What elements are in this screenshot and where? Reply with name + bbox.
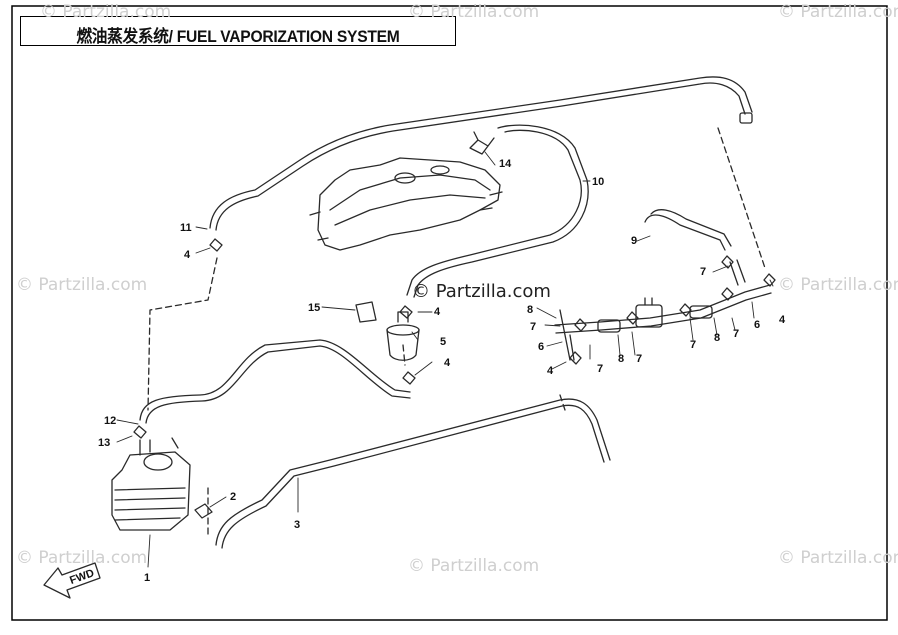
outer-frame <box>11 5 888 621</box>
clamp-14 <box>469 131 495 155</box>
callout-2: 2 <box>230 491 236 503</box>
callout-9: 9 <box>631 235 637 247</box>
hose-11 <box>209 76 753 229</box>
hose-3 <box>215 398 611 546</box>
callout-3: 3 <box>294 519 300 531</box>
brand-watermark: © Partzilla.com <box>412 281 551 302</box>
bracket-15 <box>355 301 377 323</box>
callout-7: 7 <box>733 328 739 340</box>
hose-cluster <box>554 284 771 326</box>
watermark: © Partzilla.com <box>408 2 540 22</box>
callout-6: 6 <box>754 319 760 331</box>
hose-end-right <box>739 112 753 124</box>
callout-4: 4 <box>779 314 786 326</box>
callout-7: 7 <box>530 321 536 333</box>
callout-8: 8 <box>714 332 720 344</box>
clamp-2 <box>194 503 213 519</box>
watermark: © Partzilla.com <box>408 556 540 576</box>
callout-8: 8 <box>618 353 624 365</box>
hose-12 <box>139 339 411 421</box>
watermark: © Partzilla.com <box>16 548 148 568</box>
callout-7: 7 <box>700 266 706 278</box>
callout-7: 7 <box>636 353 642 365</box>
callout-4: 4 <box>434 306 441 318</box>
callout-7: 7 <box>597 363 603 375</box>
callout-7: 7 <box>690 339 696 351</box>
callout-4: 4 <box>184 249 191 261</box>
callout-1: 1 <box>144 572 150 584</box>
callout-8: 8 <box>527 304 533 316</box>
canister <box>111 451 191 531</box>
callout-13: 13 <box>98 437 110 449</box>
watermark: © Partzilla.com <box>778 275 898 295</box>
hose-10 <box>406 129 582 296</box>
callout-10: 10 <box>592 176 604 188</box>
watermark: © Partzilla.com <box>778 2 898 22</box>
callout-11: 11 <box>180 222 192 234</box>
fuel-tank <box>317 157 501 251</box>
fwd-arrow <box>43 562 101 599</box>
watermark: © Partzilla.com <box>40 2 172 22</box>
fuel-filter <box>386 329 420 361</box>
hose-9 <box>644 214 726 251</box>
watermark: © Partzilla.com <box>778 548 898 568</box>
callout-14: 14 <box>499 158 512 170</box>
callout-4: 4 <box>547 365 554 377</box>
page-title: 燃油蒸发系统/ FUEL VAPORIZATION SYSTEM <box>76 27 400 46</box>
callout-4: 4 <box>444 357 451 369</box>
title-box: 燃油蒸发系统/ FUEL VAPORIZATION SYSTEM <box>20 16 456 46</box>
callout-6: 6 <box>538 341 544 353</box>
callout-12: 12 <box>104 415 116 427</box>
callout-5: 5 <box>440 336 446 348</box>
clamp-cluster <box>569 255 776 365</box>
watermark: © Partzilla.com <box>16 275 148 295</box>
valve-check <box>635 304 663 328</box>
callout-15: 15 <box>308 302 320 314</box>
